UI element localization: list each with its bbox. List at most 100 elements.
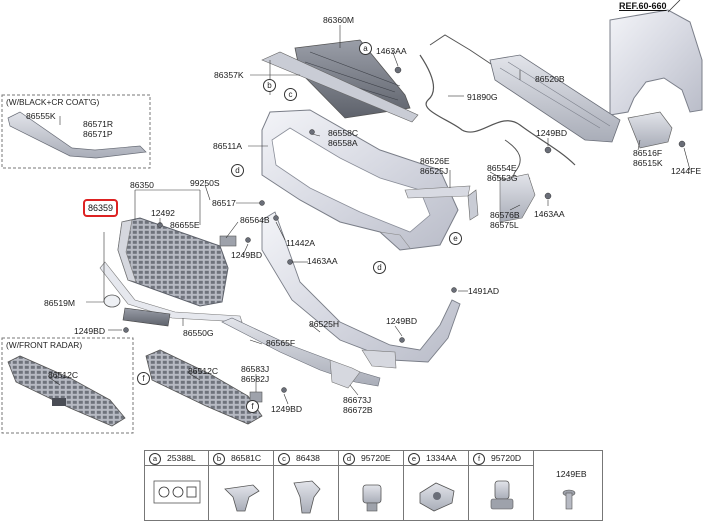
part-label-86519M[interactable]: 86519M xyxy=(44,298,76,308)
part-label-1249BD-mid[interactable]: 1249BD xyxy=(231,250,263,260)
part-label-86565F[interactable]: 86565F xyxy=(266,338,296,348)
part-label-86520B[interactable]: 86520B xyxy=(535,74,565,84)
legend-extra-part: 1249EB xyxy=(556,469,587,479)
fender xyxy=(609,9,703,116)
part-label-86672B[interactable]: 86672B xyxy=(343,405,373,415)
part-label-86525H[interactable]: 86525H xyxy=(309,319,340,329)
legend-letter: c xyxy=(278,452,290,465)
part-label-86571R-86571P[interactable]: 86571R 86571P xyxy=(83,119,113,139)
reference-label[interactable]: REF.60-660 xyxy=(619,1,667,11)
part-label-1244FE[interactable]: 1244FE xyxy=(671,166,702,176)
legend-letter: f xyxy=(473,452,485,465)
part-label-1491AD[interactable]: 1491AD xyxy=(468,286,500,296)
leader-lines xyxy=(49,25,691,405)
part-label-12492[interactable]: 12492 xyxy=(151,208,175,218)
lower-grille-radar xyxy=(7,355,126,427)
part-label-86655E[interactable]: 86655E xyxy=(170,220,200,230)
fasteners xyxy=(123,66,686,393)
callout-f-right[interactable]: f xyxy=(246,400,259,413)
legend-cell-c[interactable]: c 86438 xyxy=(273,450,339,521)
legend-part: 1334AA xyxy=(426,453,457,464)
part-label-1463AA-top[interactable]: 1463AA xyxy=(376,46,407,56)
part-label-86515K[interactable]: 86515K xyxy=(633,158,663,168)
part-label-86554E[interactable]: 86554E xyxy=(487,163,517,173)
part-label-86526E[interactable]: 86526E xyxy=(420,156,450,166)
part-label-86350[interactable]: 86350 xyxy=(130,180,154,190)
fastener-icon xyxy=(362,484,382,512)
part-label-86357K[interactable]: 86357K xyxy=(214,70,244,80)
legend-part: 25388L xyxy=(167,453,196,464)
radiator-grille xyxy=(117,217,229,307)
part-label-1249BD-bottom[interactable]: 1249BD xyxy=(271,404,303,414)
part-label-86673J[interactable]: 86673J xyxy=(343,395,372,405)
callout-d-upper[interactable]: d xyxy=(231,164,244,177)
part-label-86516F-86515K[interactable]: 86516F 86515K xyxy=(633,148,663,168)
option-box-black-cr xyxy=(1,94,151,169)
part-label-86516F[interactable]: 86516F xyxy=(633,148,663,158)
part-label-86583J[interactable]: 86583J xyxy=(241,364,270,374)
lower-bumper-lip xyxy=(261,211,461,363)
part-label-86558C[interactable]: 86558C xyxy=(328,128,359,138)
part-label-86582J[interactable]: 86582J xyxy=(241,374,270,384)
legend-cell-extra[interactable]: 1249EB xyxy=(533,450,603,521)
part-label-86511A[interactable]: 86511A xyxy=(213,141,242,151)
part-label-86558A[interactable]: 86558A xyxy=(328,138,358,148)
wiring-harness xyxy=(419,54,576,166)
part-label-86564B[interactable]: 86564B xyxy=(240,215,270,225)
legend-cell-e[interactable]: e 1334AA xyxy=(403,450,469,521)
legend-part: 86581C xyxy=(231,453,262,464)
fastener-icon xyxy=(490,480,514,510)
part-label-86571P[interactable]: 86571P xyxy=(83,129,113,139)
skid-plate-piece xyxy=(329,359,361,389)
highlighted-part-number[interactable]: 86359 xyxy=(83,199,119,217)
legend-cell-a[interactable]: a 25388L xyxy=(144,450,209,521)
part-label-1249BD-low[interactable]: 1249BD xyxy=(386,316,418,326)
part-label-11442A[interactable]: 11442A xyxy=(286,238,315,248)
part-label-86576B-86575L[interactable]: 86576B 86575L xyxy=(490,210,520,230)
callout-b[interactable]: b xyxy=(263,79,276,92)
part-label-86360M[interactable]: 86360M xyxy=(323,15,355,25)
side-bracket xyxy=(627,111,673,149)
emblem xyxy=(103,294,121,308)
callout-d-lower[interactable]: d xyxy=(373,261,386,274)
nut-icon xyxy=(419,482,455,512)
part-label-86554E-86553G[interactable]: 86554E 86553G xyxy=(487,163,518,183)
part-label-86553G[interactable]: 86553G xyxy=(487,173,518,183)
legend-part: 86438 xyxy=(296,453,320,464)
label-sticker-icon xyxy=(153,480,201,504)
legend-letter: e xyxy=(408,452,420,465)
part-label-86525J[interactable]: 86525J xyxy=(420,166,449,176)
part-label-86558C-86558A[interactable]: 86558C 86558A xyxy=(328,128,358,148)
callout-f-left[interactable]: f xyxy=(137,372,150,385)
callout-a[interactable]: a xyxy=(359,42,372,55)
lower-grille xyxy=(145,349,263,425)
part-label-86550G[interactable]: 86550G xyxy=(183,328,214,338)
part-label-91890G[interactable]: 91890G xyxy=(467,92,498,102)
part-label-86576B[interactable]: 86576B xyxy=(490,210,520,220)
part-label-86571R[interactable]: 86571R xyxy=(83,119,114,129)
callout-c[interactable]: c xyxy=(284,88,297,101)
part-label-1463AA-right[interactable]: 1463AA xyxy=(534,209,565,219)
part-label-86575L[interactable]: 86575L xyxy=(490,220,519,230)
clip-icon xyxy=(224,484,260,512)
part-label-1463AA-mid[interactable]: 1463AA xyxy=(307,256,338,266)
note-black-cr: (W/BLACK+CR COAT'G) xyxy=(6,97,100,107)
legend-letter: a xyxy=(149,452,161,465)
part-label-1249BD-left[interactable]: 1249BD xyxy=(74,326,106,336)
part-label-86555K[interactable]: 86555K xyxy=(26,111,56,121)
part-label-86673J-86672B[interactable]: 86673J 86672B xyxy=(343,395,373,415)
part-label-86512C[interactable]: 86512C xyxy=(188,366,219,376)
callout-e[interactable]: e xyxy=(449,232,462,245)
part-label-99250S[interactable]: 99250S xyxy=(190,178,220,188)
option-box-front-radar xyxy=(1,337,134,434)
part-label-1249BD-right[interactable]: 1249BD xyxy=(536,128,568,138)
part-label-86517[interactable]: 86517 xyxy=(212,198,236,208)
part-label-86583J-86582J[interactable]: 86583J 86582J xyxy=(241,364,269,384)
part-label-86512C-radar[interactable]: 86512C xyxy=(48,370,79,380)
part-label-86526E-86525J[interactable]: 86526E 86525J xyxy=(420,156,450,176)
